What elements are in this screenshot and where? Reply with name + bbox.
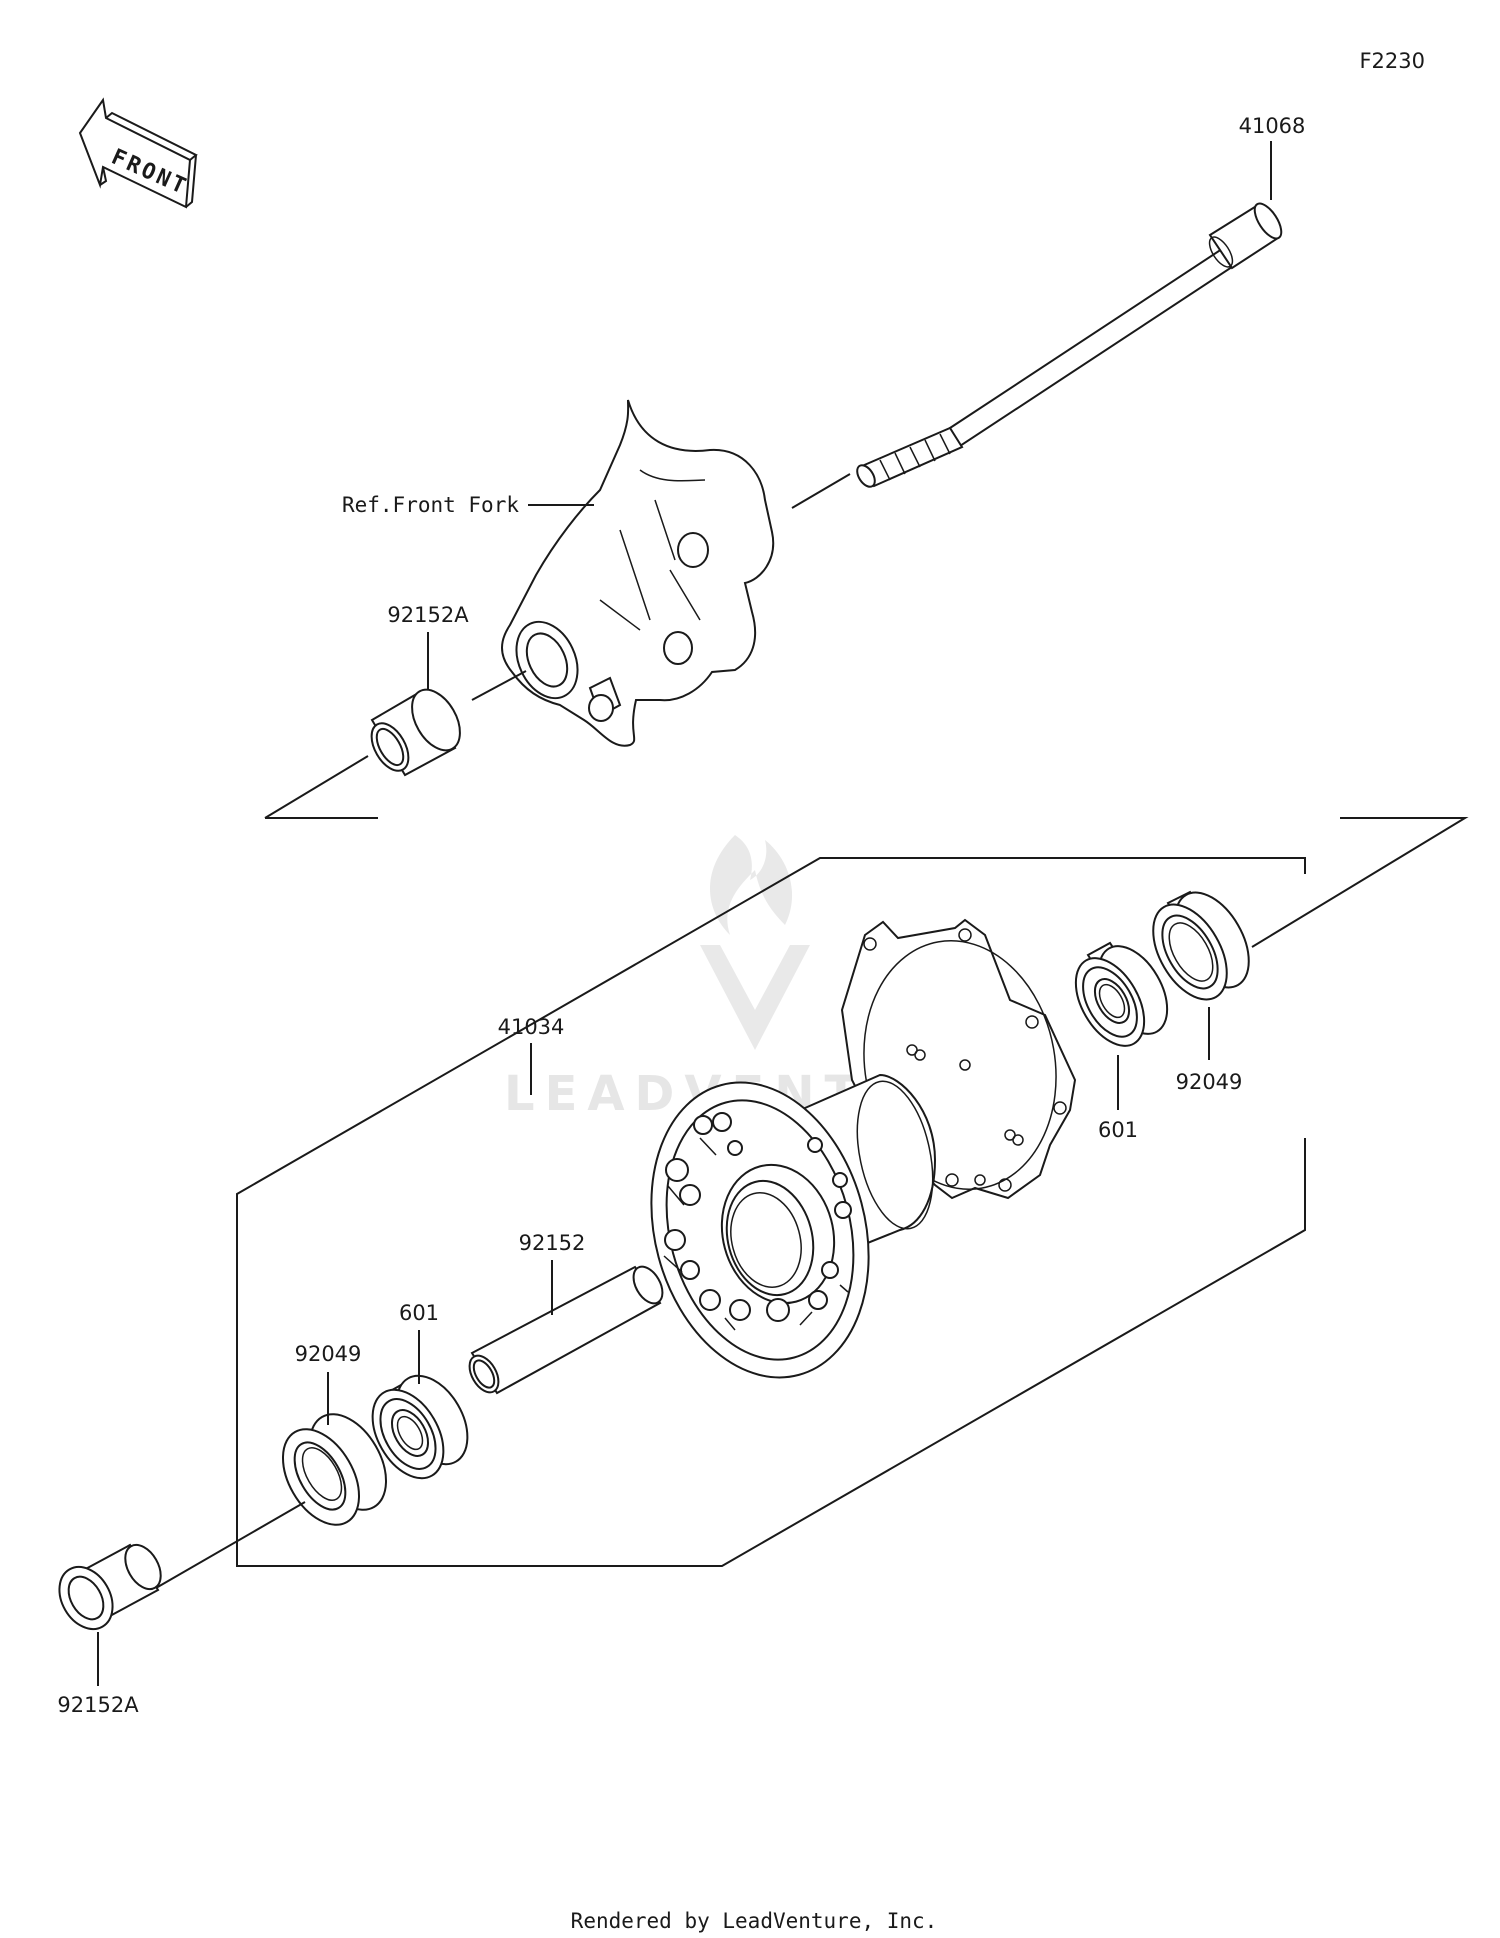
spoke-holes [663,1112,852,1331]
front-axle-41068: 41068 [791,114,1306,509]
hub-assembly-41034: 41034 [155,817,1469,1589]
flame-logo-icon [710,835,793,935]
callout-axle: 41068 [1239,114,1306,138]
callout-spacer: 92152 [519,1231,586,1255]
diagram-code: F2230 [1359,49,1425,73]
callout-collar-upper: 92152A [387,603,469,627]
collar-92152A-lower: 92152A [57,1543,162,1717]
ref-front-fork-label: Ref.Front Fork [342,493,519,517]
collar-92152A-upper: 92152A [264,603,527,819]
callout-seal-right: 92049 [1176,1070,1243,1094]
front-fork-reference: Ref.Front Fork [342,399,775,747]
footer-credit: Rendered by LeadVenture, Inc. [571,1909,938,1933]
bearing-601-left: 601 [371,1301,469,1480]
callout-bearing-right: 601 [1098,1118,1138,1142]
v-logo-icon [700,945,810,1050]
callout-collar-lower: 92152A [57,1693,139,1717]
callout-hub-assembly: 41034 [498,1015,565,1039]
bearing-601-right: 601 [1074,941,1169,1142]
spacer-92152: 92152 [468,1231,664,1395]
front-direction-arrow: FRONT [78,97,198,209]
seal-92049-right: 92049 [1152,890,1250,1094]
callout-bearing-left: 601 [399,1301,439,1325]
front-hub [650,918,1077,1379]
callout-seal-left: 92049 [295,1342,362,1366]
seal-92049-left: 92049 [282,1342,387,1526]
